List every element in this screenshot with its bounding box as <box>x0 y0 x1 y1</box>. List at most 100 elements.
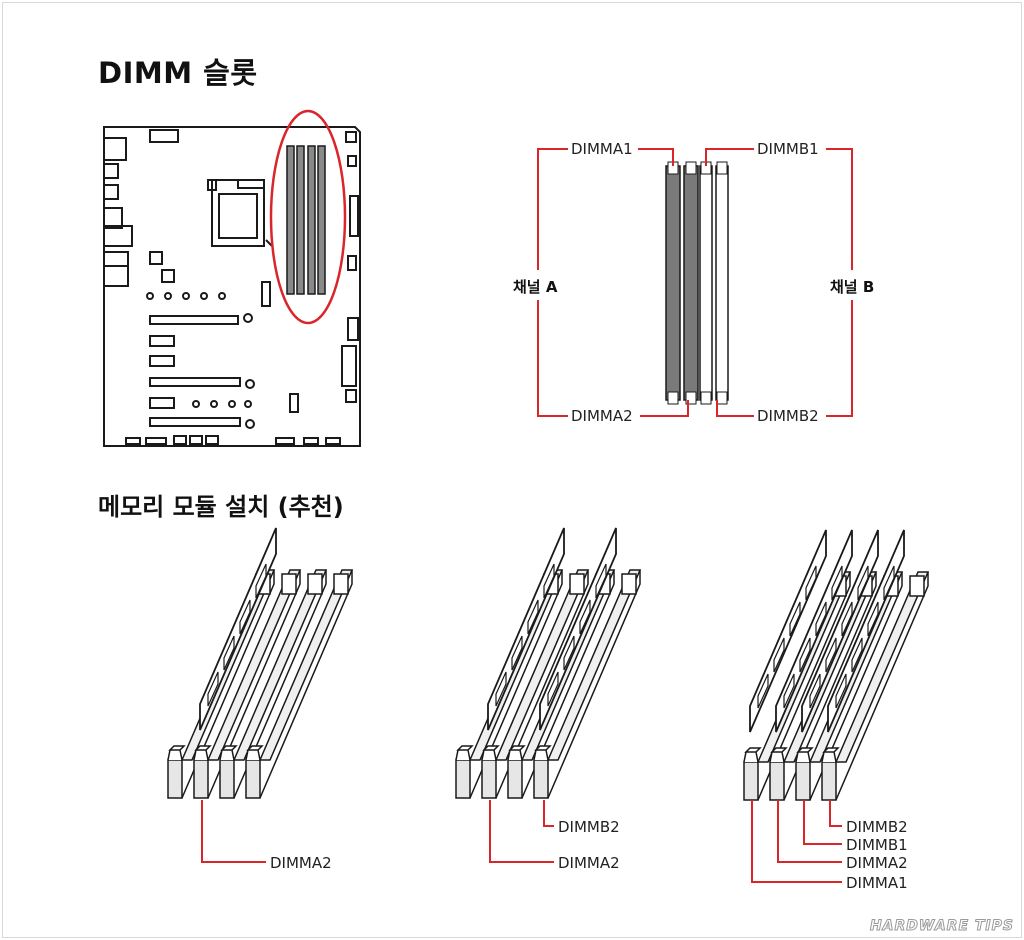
config2-slot-3-rail-edge <box>521 570 615 799</box>
label-channel-b: 채널 B <box>830 278 875 296</box>
config3-slot-3-front-latch <box>795 761 811 801</box>
config1-slot-3-rail-edge <box>233 570 327 799</box>
config2-slot-1-latch-top <box>455 745 474 761</box>
config3-module-2-chip-0 <box>783 673 795 709</box>
config1-module-2-pcb <box>199 527 277 731</box>
config2-label-dimma2: DIMMA2 <box>558 854 620 872</box>
config2-leader-dimmb2 <box>543 800 554 827</box>
config2-module-4-pcb <box>539 527 617 731</box>
config3-leader-dimma1 <box>751 800 842 883</box>
config3-slot-2-latch-top <box>769 747 788 763</box>
config3-module-2-chip-3 <box>831 565 843 601</box>
config1-slot-3-back-latch <box>307 573 323 595</box>
config3-module-3-chip-1 <box>825 637 837 673</box>
label-dimma1: DIMMA1 <box>571 140 633 158</box>
config2-slot-2-rail-edge <box>495 570 589 799</box>
config1-slot-4-rail-edge <box>259 570 353 799</box>
config1-slot-2-rail-edge <box>207 570 301 799</box>
config3-label-dimma2: DIMMA2 <box>846 854 908 872</box>
config1-slot-1-latch-top <box>167 745 186 761</box>
config3-module-2-chip-1 <box>799 637 811 673</box>
config3-slot-4-front-latch <box>821 761 837 801</box>
config1-module-2-chip-3 <box>255 563 267 599</box>
config2-slot-2-front-latch <box>481 759 497 799</box>
config3-module-1-chip-3 <box>805 565 817 601</box>
config3-module-4-pcb <box>827 529 905 733</box>
config3-slot-3-latch-top <box>795 747 814 763</box>
config1-slot-2-latch-top <box>193 745 212 761</box>
config3-module-1-chip-1 <box>773 637 785 673</box>
config1-module-2-chip-2 <box>239 599 251 635</box>
config1-leader-dimma2 <box>201 800 266 863</box>
config1-slot-2-back-latch <box>281 573 297 595</box>
config2-slot-3-front-latch <box>507 759 523 799</box>
config2-leader-dimma2 <box>489 800 554 863</box>
config2-module-4-chip-1 <box>563 635 575 671</box>
config2-slot-4-back-latch <box>621 573 637 595</box>
config3-module-4-chip-1 <box>851 637 863 673</box>
config2-module-2-chip-3 <box>543 563 555 599</box>
label-dimmb1: DIMMB1 <box>757 140 819 158</box>
config2-slot-1-front-latch <box>455 759 471 799</box>
config1-slot-4-latch-top <box>245 745 264 761</box>
config3-module-4-chip-2 <box>867 601 879 637</box>
section-title-dimm-slots: DIMM 슬롯 <box>98 56 258 90</box>
config1-slot-1-rail-edge <box>181 570 275 799</box>
watermark: HARDWARE TIPS <box>869 918 1014 935</box>
config3-label-dimmb2: DIMMB2 <box>846 818 908 836</box>
config2-slot-1-rail-edge <box>469 570 563 799</box>
config3-module-1-pcb <box>749 529 827 733</box>
config1-module-2-chip-1 <box>223 635 235 671</box>
config3-label-dimma1: DIMMA1 <box>846 874 908 892</box>
config1-slot-2-front-latch <box>193 759 209 799</box>
config3-slot-3-rail-edge <box>809 572 903 801</box>
config2-module-2-chip-2 <box>527 599 539 635</box>
config1-slot-1-front-latch <box>167 759 183 799</box>
config3-slot-1-rail-edge <box>757 572 851 801</box>
config2-slot-4-latch-top <box>533 745 552 761</box>
config3-module-3-chip-2 <box>841 601 853 637</box>
config1-module-2-chip-0 <box>207 671 219 707</box>
config3-slot-4-back-latch <box>909 575 925 597</box>
label-dimmb2: DIMMB2 <box>757 407 819 425</box>
label-channel-a: 채널 A <box>513 278 558 296</box>
config2-label-dimmb2: DIMMB2 <box>558 818 620 836</box>
config1-slot-3-front-latch <box>219 759 235 799</box>
config3-slot-2-rail-edge <box>783 572 877 801</box>
config3-module-3-chip-0 <box>809 673 821 709</box>
config1-slot-4-front-latch <box>245 759 261 799</box>
config3-module-1-chip-0 <box>757 673 769 709</box>
config3-slot-1-latch-top <box>743 747 762 763</box>
config3-module-4-chip-3 <box>883 565 895 601</box>
config3-slot-4-rail-edge <box>835 572 929 801</box>
config2-module-2-chip-1 <box>511 635 523 671</box>
config3-module-1-chip-2 <box>789 601 801 637</box>
config3-module-3-chip-3 <box>857 565 869 601</box>
config2-module-2-chip-0 <box>495 671 507 707</box>
config3-leader-dimmb2 <box>829 800 842 827</box>
config3-slot-4-latch-top <box>821 747 840 763</box>
config3-label-dimmb1: DIMMB1 <box>846 836 908 854</box>
config1-slot-3-latch-top <box>219 745 238 761</box>
config2-module-4-chip-3 <box>595 563 607 599</box>
config3-module-2-pcb <box>775 529 853 733</box>
config2-module-4-chip-2 <box>579 599 591 635</box>
config2-slot-4-front-latch <box>533 759 549 799</box>
config3-module-2-chip-2 <box>815 601 827 637</box>
config3-leader-dimma2 <box>777 800 842 863</box>
config3-module-4-chip-0 <box>835 673 847 709</box>
config1-label-dimma2: DIMMA2 <box>270 854 332 872</box>
label-dimma2: DIMMA2 <box>571 407 633 425</box>
config2-slot-3-latch-top <box>507 745 526 761</box>
config3-slot-1-front-latch <box>743 761 759 801</box>
section-title-install: 메모리 모듈 설치 (추천) <box>98 493 344 521</box>
config3-module-3-pcb <box>801 529 879 733</box>
config2-slot-2-latch-top <box>481 745 500 761</box>
config3-slot-2-front-latch <box>769 761 785 801</box>
config2-module-2-pcb <box>487 527 565 731</box>
config2-module-4-chip-0 <box>547 671 559 707</box>
